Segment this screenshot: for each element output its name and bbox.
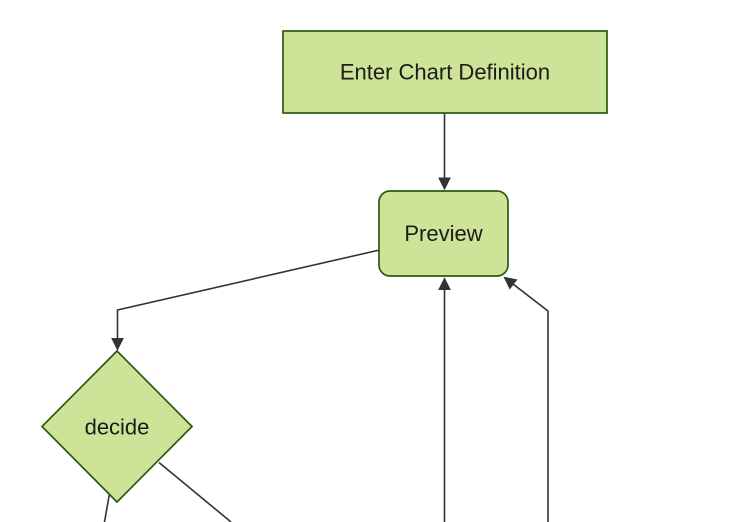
edge-decide-to-offscreen-bottom-right [158,461,232,522]
node-enter-chart-definition: Enter Chart Definition [282,30,608,114]
node-enter-chart-definition-shape [282,30,608,114]
node-decide-label: decide [85,415,150,440]
edge-offscreen-right-to-preview-corner [503,276,549,522]
node-enter-chart-definition-label: Enter Chart Definition [340,60,550,85]
edge-preview-to-decide [111,249,380,351]
node-decide: decide [40,349,194,504]
node-preview-label: Preview [404,221,482,246]
node-preview: Preview [378,190,509,277]
edge-decide-to-offscreen-bottom-left [103,493,111,522]
node-preview-shape [378,190,509,277]
node-decide-shape [40,349,194,504]
